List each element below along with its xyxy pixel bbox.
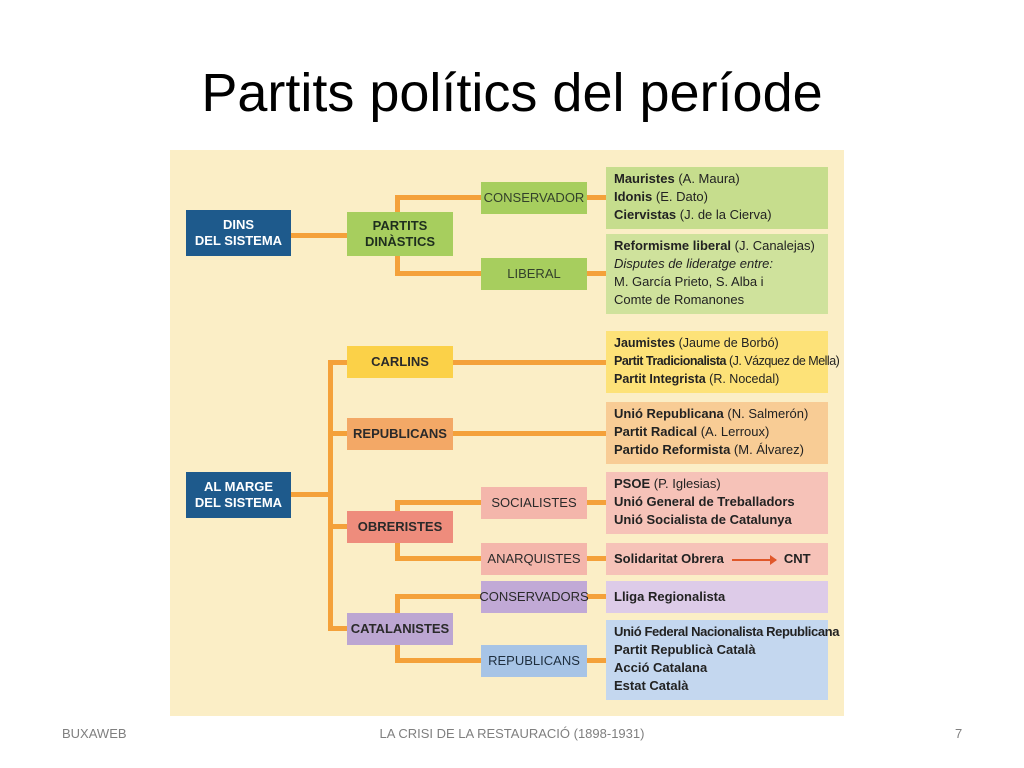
detail-row: Ciervistas (J. de la Cierva) bbox=[614, 207, 772, 222]
detail-cat-republicans: Unió Federal Nacionalista Republicana Pa… bbox=[606, 620, 840, 700]
slide-title: Partits polítics del període bbox=[201, 63, 823, 123]
node-label: DEL SISTEMA bbox=[194, 495, 283, 510]
node-dins-del-sistema: DINS DEL SISTEMA bbox=[186, 210, 291, 256]
detail-row: PSOE (P. Iglesias) bbox=[614, 476, 721, 491]
node-obreristes: OBRERISTES bbox=[347, 511, 453, 543]
node-label: DEL SISTEMA bbox=[194, 233, 283, 248]
detail-carlins: Jaumistes (Jaume de Borbó) Partit Tradic… bbox=[606, 331, 840, 393]
connector-line bbox=[395, 556, 481, 561]
slide-number: 7 bbox=[955, 726, 963, 741]
detail-row: Partido Reformista (M. Álvarez) bbox=[614, 442, 804, 457]
connector-line bbox=[328, 431, 348, 436]
node-label: SOCIALISTES bbox=[491, 495, 577, 510]
node-label: CONSERVADORS bbox=[479, 589, 589, 604]
node-catalanistes: CATALANISTES bbox=[347, 613, 453, 645]
connector-line bbox=[395, 500, 481, 505]
connector-line bbox=[395, 195, 481, 200]
connector-line bbox=[395, 594, 481, 599]
detail-row: Partit Integrista (R. Nocedal) bbox=[614, 372, 780, 386]
node-label: LIBERAL bbox=[507, 266, 561, 281]
footer-left: BUXAWEB bbox=[62, 726, 127, 741]
detail-row: Partit Republicà Català bbox=[614, 642, 756, 657]
detail-row: Unió General de Treballadors bbox=[614, 494, 795, 509]
node-label: CONSERVADOR bbox=[483, 190, 585, 205]
connector-line bbox=[395, 658, 481, 663]
node-label: OBRERISTES bbox=[357, 519, 443, 534]
detail-liberal: Reformisme liberal (J. Canalejas) Disput… bbox=[606, 234, 828, 314]
detail-from: Solidaritat Obrera bbox=[614, 551, 724, 566]
connector-line bbox=[290, 492, 332, 497]
detail-socialistes: PSOE (P. Iglesias) Unió General de Treba… bbox=[606, 472, 828, 534]
detail-row: Partit Radical (A. Lerroux) bbox=[614, 424, 770, 439]
node-label: AL MARGE bbox=[203, 479, 274, 494]
detail-to: CNT bbox=[783, 551, 811, 566]
node-label: REPUBLICANS bbox=[353, 426, 447, 441]
connector-line bbox=[328, 360, 348, 365]
connector-line bbox=[452, 431, 608, 436]
detail-row: Idonis (E. Dato) bbox=[614, 189, 708, 204]
node-partits-dinastics: PARTITS DINÀSTICS bbox=[347, 212, 453, 256]
detail-row: Estat Català bbox=[614, 678, 689, 693]
detail-row: Jaumistes (Jaume de Borbó) bbox=[614, 336, 779, 350]
connector-line bbox=[586, 195, 608, 200]
connector-line bbox=[328, 626, 348, 631]
arrow-right-icon bbox=[731, 554, 777, 565]
detail-anarquistes: Solidaritat Obrera CNT bbox=[606, 543, 828, 575]
connector-line bbox=[290, 233, 348, 238]
detail-row: Lliga Regionalista bbox=[614, 589, 726, 604]
node-carlins: CARLINS bbox=[347, 346, 453, 378]
connector-line bbox=[452, 360, 608, 365]
node-label: REPUBLICANS bbox=[488, 653, 580, 668]
detail-row: Disputes de lideratge entre: bbox=[614, 256, 773, 271]
detail-row: M. García Prieto, S. Alba i bbox=[614, 274, 764, 289]
node-cat-conservadors: CONSERVADORS bbox=[479, 581, 589, 613]
detail-row: Unió Socialista de Catalunya bbox=[614, 512, 792, 527]
detail-cat-conservadors: Lliga Regionalista bbox=[606, 581, 828, 613]
connector-line bbox=[328, 524, 348, 529]
node-conservador: CONSERVADOR bbox=[481, 182, 587, 214]
detail-republicans: Unió Republicana (N. Salmerón) Partit Ra… bbox=[606, 402, 828, 464]
connector-line bbox=[586, 271, 608, 276]
node-label: DINS bbox=[222, 217, 255, 232]
connector-line bbox=[395, 271, 481, 276]
connector-line bbox=[586, 500, 608, 505]
node-label: DINÀSTICS bbox=[364, 234, 436, 249]
connector-line bbox=[328, 360, 333, 631]
node-al-marge-del-sistema: AL MARGE DEL SISTEMA bbox=[186, 472, 291, 518]
connector-line bbox=[586, 556, 608, 561]
node-label: PARTITS bbox=[372, 218, 428, 233]
footer-center: LA CRISI DE LA RESTAURACIÓ (1898-1931) bbox=[379, 726, 645, 741]
node-label: ANARQUISTES bbox=[487, 551, 581, 566]
node-republicans: REPUBLICANS bbox=[347, 418, 453, 450]
node-anarquistes: ANARQUISTES bbox=[481, 543, 587, 575]
detail-row: Acció Catalana bbox=[614, 660, 708, 675]
detail-row: Unió Republicana (N. Salmerón) bbox=[614, 406, 809, 421]
detail-conservador: Mauristes (A. Maura) Idonis (E. Dato) Ci… bbox=[606, 167, 828, 229]
node-liberal: LIBERAL bbox=[481, 258, 587, 290]
node-label: CARLINS bbox=[371, 354, 429, 369]
connector-line bbox=[586, 594, 608, 599]
node-label: CATALANISTES bbox=[350, 621, 450, 636]
detail-row: Unió Federal Nacionalista Republicana bbox=[614, 624, 840, 639]
connector-line bbox=[586, 658, 608, 663]
node-socialistes: SOCIALISTES bbox=[481, 487, 587, 519]
detail-row: Partit Tradicionalista (J. Vázquez de Me… bbox=[614, 354, 840, 368]
node-cat-republicans: REPUBLICANS bbox=[481, 645, 587, 677]
detail-row: Comte de Romanones bbox=[614, 292, 745, 307]
detail-row: Solidaritat Obrera CNT bbox=[614, 550, 820, 568]
detail-row: Mauristes (A. Maura) bbox=[614, 171, 740, 186]
detail-row: Reformisme liberal (J. Canalejas) bbox=[614, 238, 815, 253]
